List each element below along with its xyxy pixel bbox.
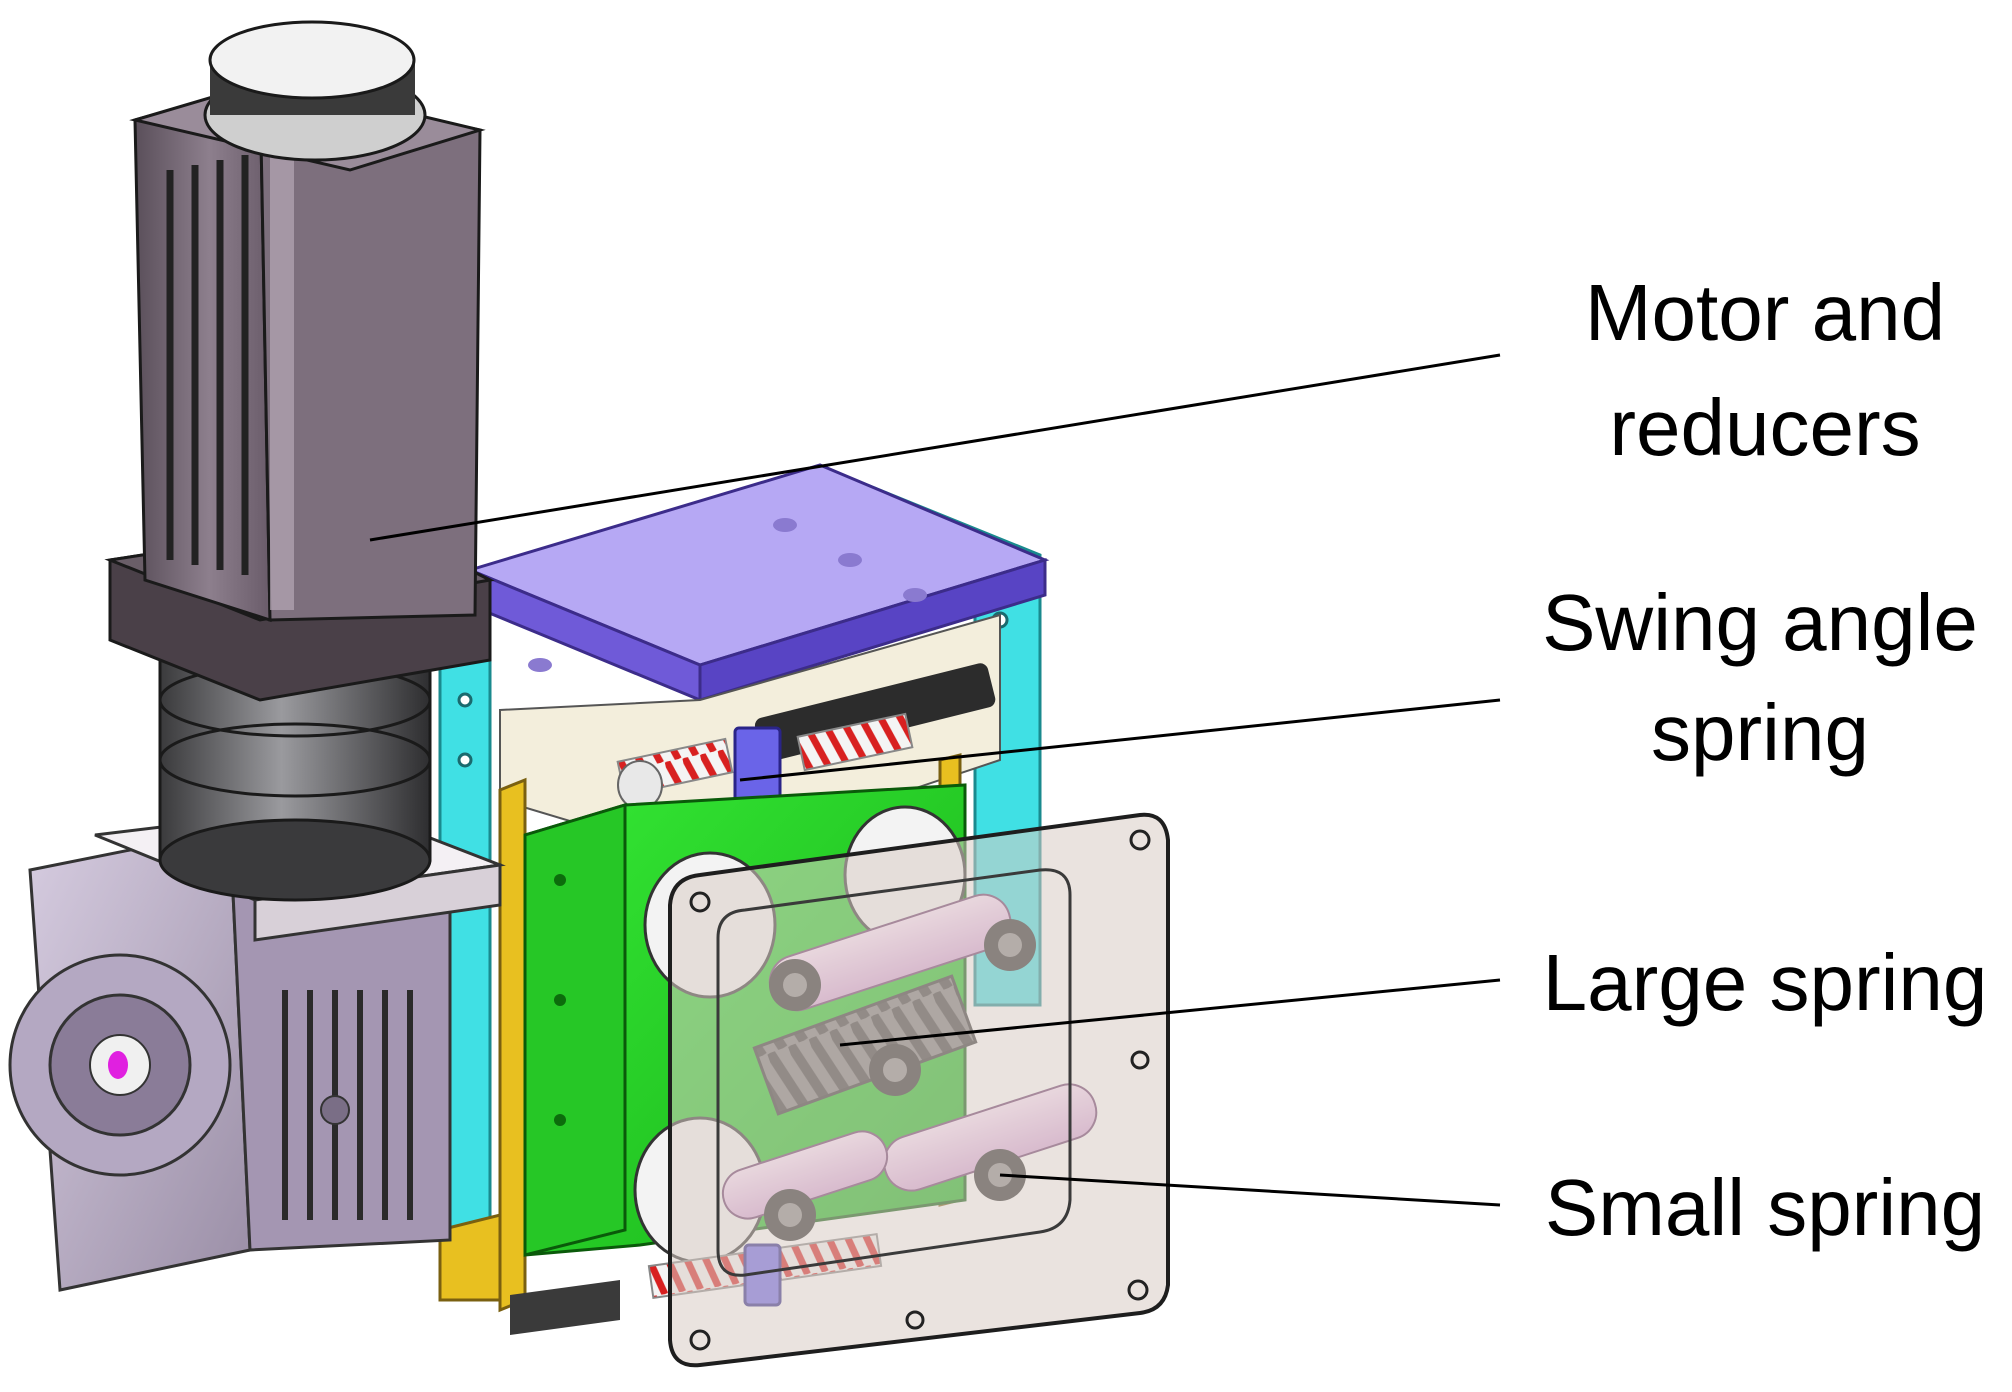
machine-illustration — [8, 20, 1170, 1368]
label-swing-line-1: Swing angle — [1542, 578, 1978, 667]
leader-line-motor — [369, 353, 1501, 542]
label-motor-line-2: reducers — [1609, 383, 1920, 472]
label-large-spring: Large spring — [1543, 938, 1988, 1027]
label-motor-line-1: Motor and — [1585, 268, 1945, 357]
leader-lines — [369, 353, 1501, 1207]
label-small-spring: Small spring — [1545, 1163, 1985, 1252]
top-plate — [465, 463, 1050, 703]
motor-body — [129, 20, 486, 623]
label-swing-line-2: spring — [1651, 688, 1869, 777]
leader-line-swing-spring — [739, 698, 1501, 782]
cylindrical-reducer — [158, 658, 432, 902]
leader-line-large-spring — [839, 978, 1501, 1047]
transparent-front-plate — [668, 812, 1170, 1368]
callout-labels: Motor and reducers Swing angle spring La… — [1542, 268, 1987, 1252]
leader-line-small-spring — [999, 1173, 1501, 1207]
